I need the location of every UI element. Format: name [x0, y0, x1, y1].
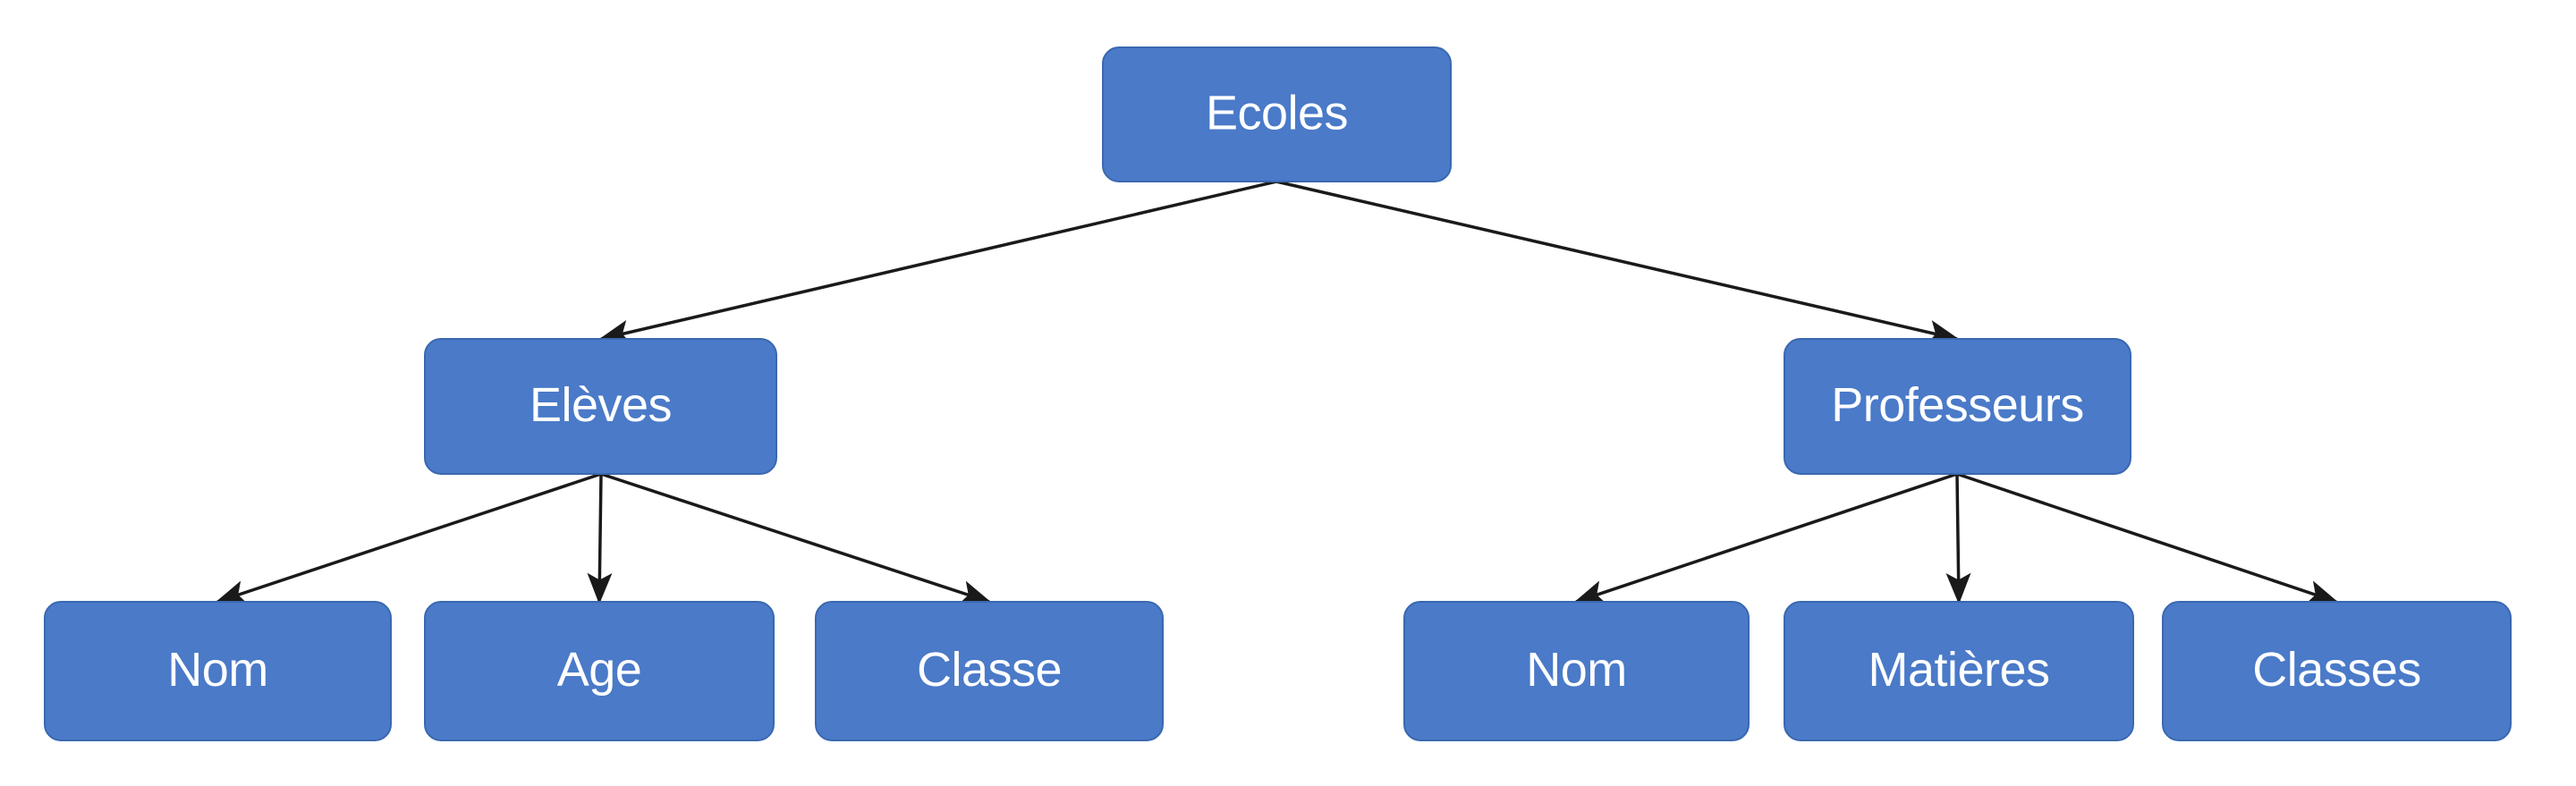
node-box-prof-classes[interactable]: [2162, 601, 2512, 741]
connector-arrow-professeurs-to-prof-matieres: [1945, 473, 1971, 604]
node-eleves-nom[interactable]: Nom: [44, 601, 392, 741]
node-box-professeurs[interactable]: [1784, 338, 2131, 475]
node-eleves-classe[interactable]: Classe: [815, 601, 1164, 741]
node-box-prof-matieres[interactable]: [1784, 601, 2134, 741]
node-ecoles[interactable]: Ecoles: [1102, 46, 1452, 182]
node-box-eleves[interactable]: [424, 338, 777, 475]
node-box-eleves-nom[interactable]: [44, 601, 392, 741]
node-box-prof-nom[interactable]: [1403, 601, 1750, 741]
connector-arrow-eleves-to-eleves-classe: [600, 472, 992, 605]
connector-arrow-ecoles-to-professeurs: [1275, 180, 1960, 345]
connector-arrow-professeurs-to-prof-nom: [1573, 472, 1958, 605]
node-eleves[interactable]: Elèves: [424, 338, 777, 475]
node-prof-nom[interactable]: Nom: [1403, 601, 1750, 741]
node-professeurs[interactable]: Professeurs: [1784, 338, 2131, 475]
node-label-eleves-age: Age: [557, 643, 642, 697]
node-prof-matieres[interactable]: Matières: [1784, 601, 2134, 741]
node-box-eleves-classe[interactable]: [815, 601, 1164, 741]
connector-arrow-eleves-to-eleves-nom: [215, 472, 602, 605]
node-label-prof-nom: Nom: [1526, 643, 1627, 697]
connector-arrow-ecoles-to-eleves: [598, 180, 1277, 345]
edges-layer: [215, 180, 2339, 605]
node-eleves-age[interactable]: Age: [424, 601, 775, 741]
node-label-professeurs: Professeurs: [1831, 378, 2084, 432]
node-label-prof-classes: Classes: [2252, 643, 2421, 697]
node-label-eleves: Elèves: [530, 378, 672, 432]
node-box-ecoles[interactable]: [1102, 46, 1452, 182]
node-label-ecoles: Ecoles: [1206, 86, 1348, 139]
connector-arrow-eleves-to-eleves-age: [587, 473, 613, 604]
node-label-eleves-classe: Classe: [917, 643, 1062, 697]
node-label-eleves-nom: Nom: [167, 643, 268, 697]
node-label-prof-matieres: Matières: [1868, 643, 2049, 697]
connector-arrow-professeurs-to-prof-classes: [1956, 472, 2339, 604]
node-box-eleves-age[interactable]: [424, 601, 775, 741]
node-prof-classes[interactable]: Classes: [2162, 601, 2512, 741]
